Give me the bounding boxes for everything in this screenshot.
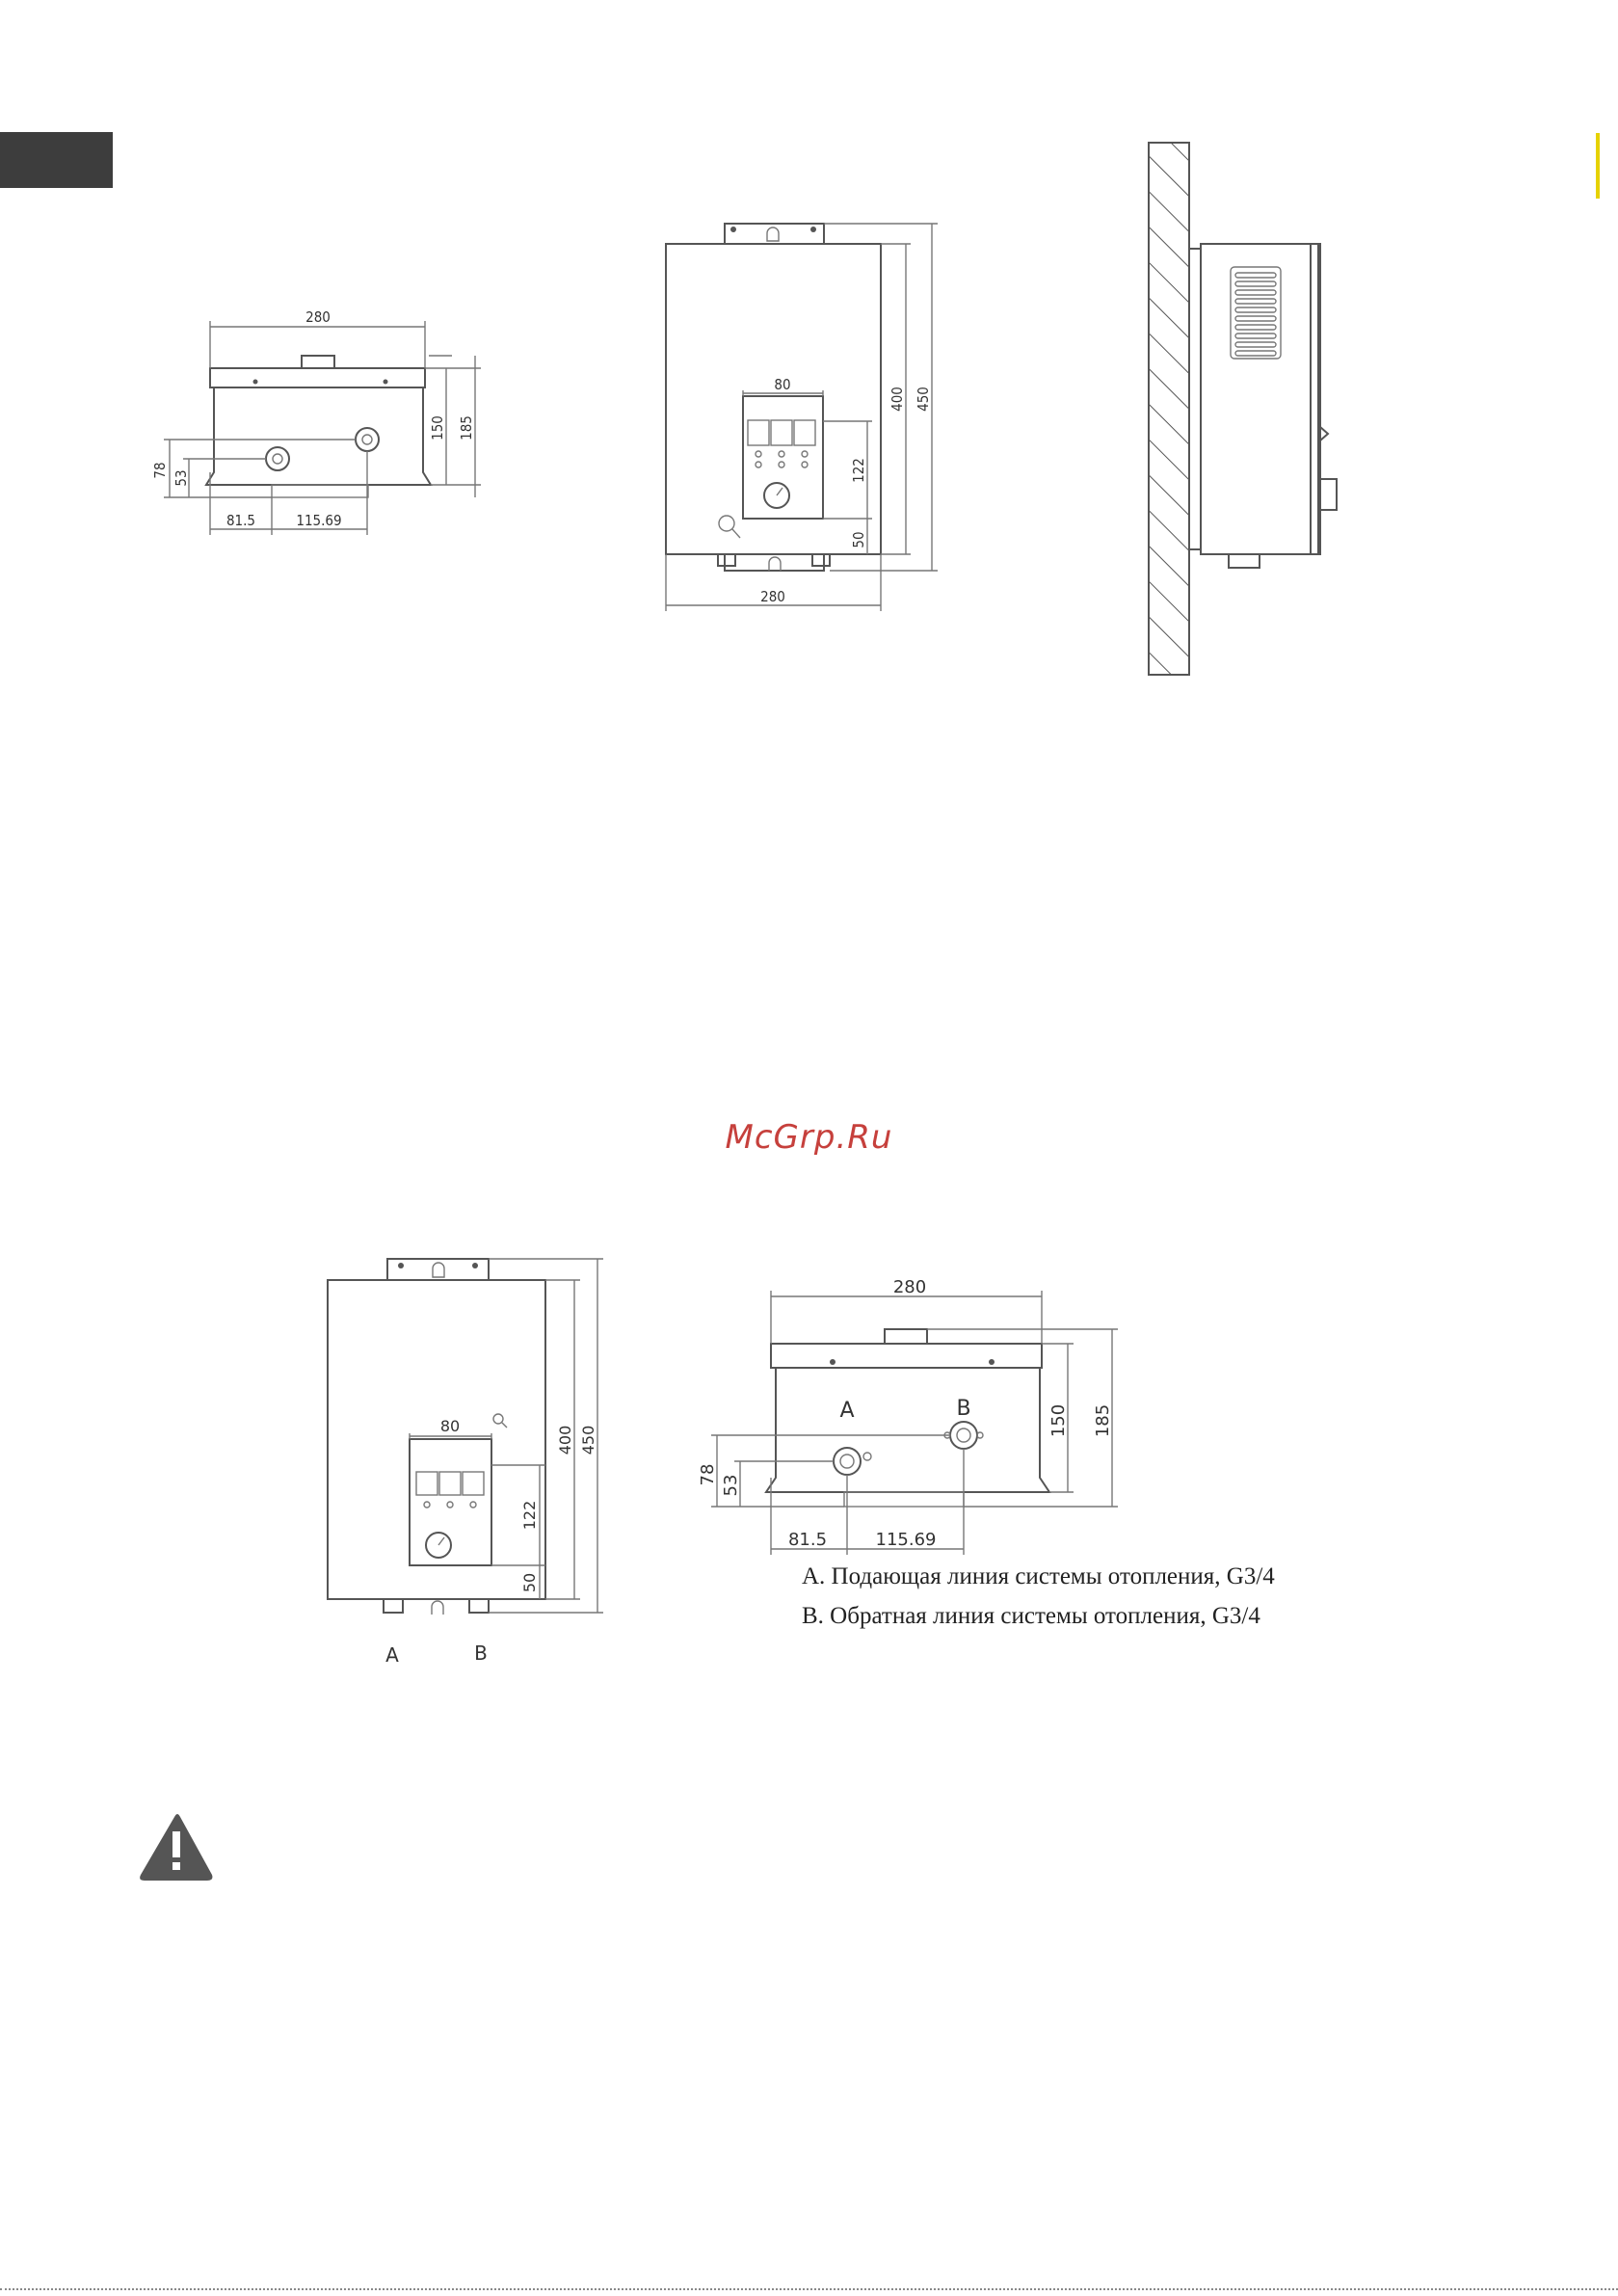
dim-offset-53: 53	[721, 1475, 741, 1497]
dim-bottom-offset: 50	[850, 531, 867, 547]
dim-bottom-offset: 50	[520, 1573, 539, 1592]
top-front-view: 80 122 50 400 450 280	[666, 224, 938, 611]
top-bottom-view: 280 150 185 78 53 81.5 115.69	[151, 308, 481, 535]
dim-depth-150: 150	[429, 415, 446, 441]
page-bottom-rule	[0, 2288, 1618, 2290]
connection-label-a: A	[385, 1643, 399, 1667]
dim-pitch-b: 115.69	[876, 1530, 937, 1550]
dim-depth-150: 150	[1048, 1404, 1069, 1437]
top-side-view	[1149, 143, 1337, 675]
dim-pitch-a: 81.5	[788, 1530, 827, 1550]
magnifier-icon	[493, 1414, 507, 1428]
vent-louvres	[1231, 267, 1281, 359]
dim-panel-height: 122	[520, 1501, 539, 1531]
dim-offset-53: 53	[172, 469, 190, 486]
dim-panel-height: 122	[850, 458, 867, 483]
dim-width: 280	[893, 1277, 926, 1297]
watermark: McGrp.Ru	[0, 1118, 1618, 1157]
dim-height-400: 400	[889, 387, 906, 412]
magnifier-icon	[719, 516, 740, 538]
warning-icon	[140, 1814, 212, 1881]
dim-depth-185: 185	[458, 415, 475, 441]
bottom-front-view: 80 122 50 400 450 A B	[328, 1259, 603, 1667]
connection-label-b: B	[474, 1642, 488, 1665]
dim-width: 280	[760, 588, 785, 605]
bottom-bottom-view: A B 280 150 185 78 53 81.5 115.69	[698, 1277, 1118, 1555]
dim-pitch-a: 81.5	[226, 512, 255, 529]
legend-return-line: B. Обратная линия системы отопления, G3/…	[802, 1603, 1260, 1630]
dim-height-450: 450	[579, 1426, 597, 1455]
dim-pitch-b: 115.69	[296, 512, 341, 529]
dim-height-450: 450	[915, 387, 932, 412]
dim-offset-78: 78	[151, 462, 169, 478]
dim-offset-78: 78	[698, 1464, 718, 1486]
dim-depth-185: 185	[1093, 1404, 1113, 1437]
connection-label-b: B	[956, 1397, 970, 1421]
dim-panel-width: 80	[774, 376, 790, 393]
dim-height-400: 400	[556, 1426, 574, 1455]
connection-label-a: A	[839, 1399, 854, 1423]
legend-supply-line: A. Подающая линия системы отопления, G3/…	[802, 1563, 1275, 1590]
dim-width: 280	[305, 308, 331, 326]
dim-panel-width: 80	[440, 1417, 460, 1435]
